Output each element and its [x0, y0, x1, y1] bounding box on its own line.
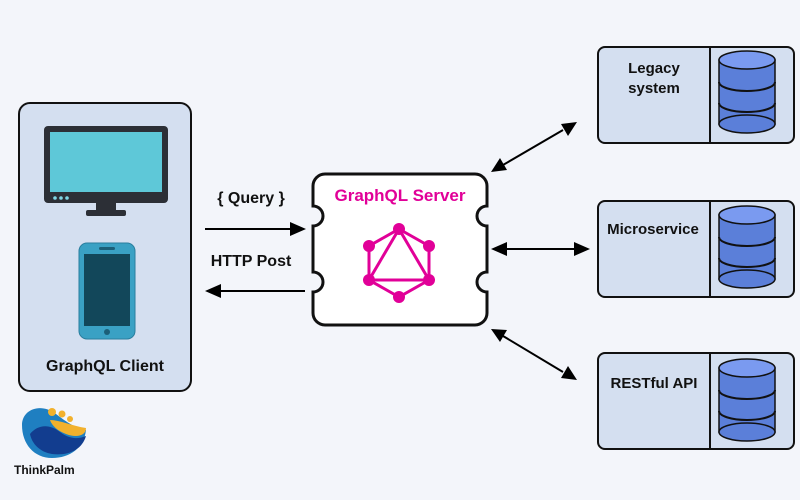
server-box — [311, 172, 489, 327]
query-label: { Query } — [217, 190, 285, 207]
query-arrow — [205, 222, 306, 236]
backend-label-legacy: Legacy system — [599, 59, 709, 99]
microservice-arrow — [491, 242, 590, 256]
legacy-arrow — [491, 122, 577, 172]
thinkpalm-logo-icon — [22, 408, 86, 458]
backend-label-restful: RESTful API — [610, 375, 698, 392]
http-post-label: HTTP Post — [210, 253, 292, 270]
backend-divider — [709, 354, 711, 448]
graphql-logo-icon — [363, 223, 435, 303]
backend-divider — [709, 48, 711, 142]
response-arrow — [205, 284, 305, 298]
restful-arrow — [491, 329, 577, 380]
monitor-icon — [44, 126, 168, 216]
brand-name: ThinkPalm — [14, 463, 75, 477]
database-icon — [718, 50, 776, 134]
server-label: GraphQL Server — [334, 186, 466, 205]
backend-label-line: system — [628, 80, 680, 97]
client-label: GraphQL Client — [46, 358, 164, 375]
database-icon — [718, 205, 776, 289]
backend-label-microservice: Microservice — [607, 221, 699, 238]
database-icon — [718, 358, 776, 442]
phone-icon — [78, 242, 136, 340]
backend-label-line: Legacy — [628, 60, 680, 77]
backend-divider — [709, 202, 711, 296]
